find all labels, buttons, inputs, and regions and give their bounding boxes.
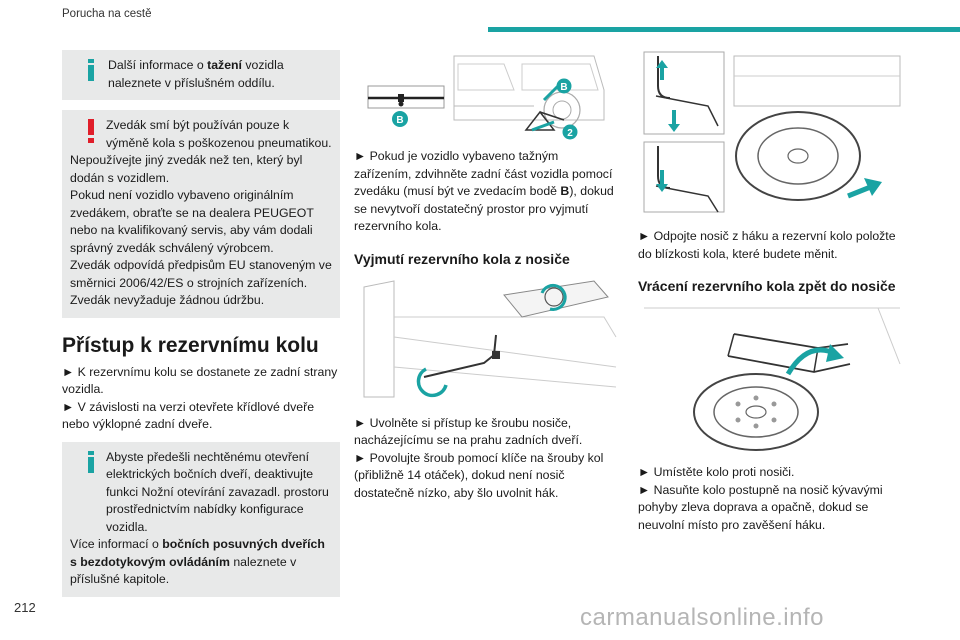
column-1: Další informace o tažení vozidla nalezne… [62,50,340,607]
info-icon [86,59,96,81]
step-text-post: ), dokud se nevytvoří dostatečný prostor… [354,184,614,233]
step-text-pre: ► Pokud je vozidlo vybaveno tažným zaříz… [354,149,613,198]
warning-line-3: Pokud není vozidlo vybaveno originálním … [70,188,314,255]
reinstall-wheel-illustration [644,307,901,451]
label-b: B [560,82,567,93]
step-text: ► Nasuňte kolo postupně na nosič kývavým… [638,482,883,532]
step-text: ► Pokud je vozidlo vybaveno tažným zaříz… [354,148,618,236]
step-text: ► Uvolněte si přístup ke šroubu nosiče, … [354,415,583,448]
column-2: B B 2 ► Pokud je vozidlo vybaveno tažným… [354,50,618,508]
page-number: 212 [14,600,36,615]
section-title: Přístup k rezervnímu kolu [62,333,319,357]
warning-line-2: Nepoužívejte jiný zvedák než ten, který … [70,153,303,185]
warning-line-5: Zvedák nevyžaduje žádnou údržbu. [70,293,265,307]
info-box-doors: Abyste předešli nechtěnému otevření elek… [62,441,340,597]
figure-jack-lift: B B 2 [354,50,618,140]
warning-line-1: Zvedák smí být používán pouze k výměně k… [106,118,332,150]
subsection-title: Vrácení rezervního kola zpět do nosiče [638,278,896,294]
step-text: ► Povolujte šroub pomocí klíče na šrouby… [354,450,604,500]
label-b: B [396,115,403,126]
figure-carrier-screw [354,276,618,405]
info-text-post: vozidla naleznete v příslušném oddílu. [108,58,284,90]
carrier-screw-illustration [363,279,617,397]
info-text-bold: bočních posuvných dveřích s bezdotykovým… [70,537,325,569]
warning-icon [86,119,96,143]
unhook-carrier-illustration [643,51,901,213]
step-text: ► Odpojte nosič z háku a rezervní kolo p… [638,229,896,261]
info-text-post: naleznete v příslušné kapitole. [70,554,297,587]
info-text-pre: Více informací o [70,537,163,551]
info-text-bold: tažení [207,58,242,72]
watermark: carmanualsonline.info [580,604,824,631]
info-icon [86,450,96,473]
step-text: ► K rezervnímu kolu se dostanete ze zadn… [62,364,338,397]
warning-line-4: Zvedák odpovídá předpisům EU stanoveným … [70,258,332,290]
column-3: ► Odpojte nosič z háku a rezervní kolo p… [638,46,904,540]
figure-reinstall-wheel [638,304,904,454]
info-text-pre: Další informace o [108,58,208,72]
subsection-title: Vyjmutí rezervního kola z nosiče [354,250,570,267]
step-text-bold: B [560,184,570,198]
info-line-1: Abyste předešli nechtěnému otevření elek… [106,449,329,534]
step-text: ► Umístěte kolo proti nosiči. [638,465,795,479]
page-header-title: Porucha na cestě [62,8,152,20]
warning-box-jack: Zvedák smí být používán pouze k výměně k… [62,110,340,318]
step-text: ► V závislosti na verzi otevřete křídlov… [62,399,315,432]
label-2: 2 [567,128,573,139]
header-accent-bar [488,27,960,32]
info-box-towing: Další informace o tažení vozidla nalezne… [62,50,340,100]
jack-lift-illustration: B B 2 [367,55,605,140]
figure-unhook-carrier [638,46,904,216]
